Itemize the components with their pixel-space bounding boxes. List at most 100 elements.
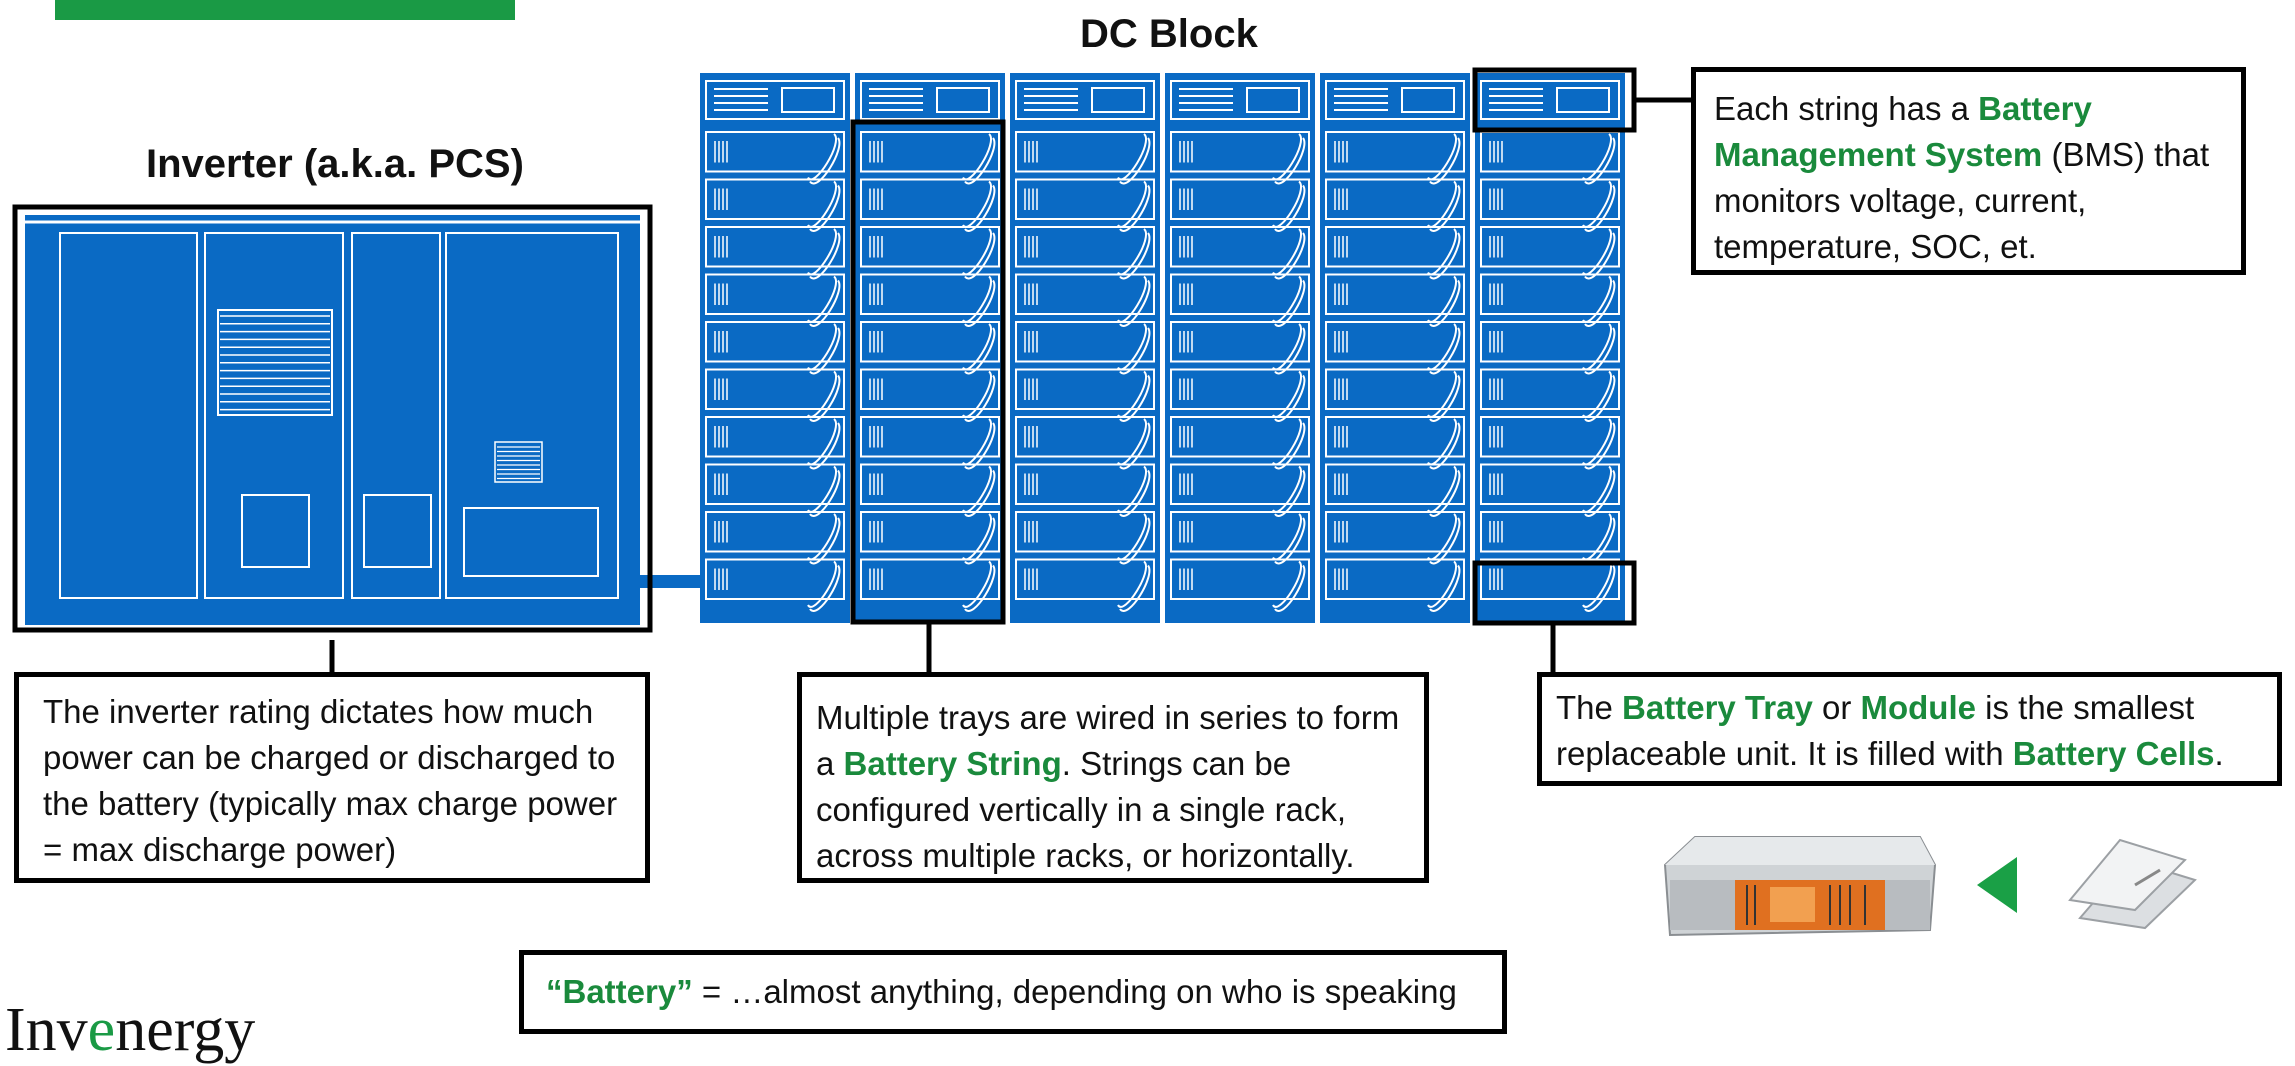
highlighted-term: Battery Management System (1714, 90, 2092, 173)
battery-tray (705, 511, 845, 553)
battery-rack (700, 73, 850, 623)
battery-tray (860, 558, 1000, 600)
battery-tray (705, 463, 845, 505)
battery-tray (1015, 368, 1155, 410)
battery-rack (855, 73, 1005, 623)
battery-tray (1480, 226, 1620, 268)
battery-tray (1015, 463, 1155, 505)
battery-tray (705, 321, 845, 363)
battery-tray (1480, 273, 1620, 315)
battery-tray (860, 416, 1000, 458)
battery-tray (860, 511, 1000, 553)
battery-tray (1170, 511, 1310, 553)
battery-tray (860, 273, 1000, 315)
inverter-title: Inverter (a.k.a. PCS) (146, 142, 524, 186)
battery-tray (1480, 463, 1620, 505)
series-wiring (962, 133, 996, 612)
series-wiring (1582, 133, 1616, 612)
battery-tray (1015, 178, 1155, 220)
series-wiring (1272, 133, 1306, 612)
battery-tray (1325, 558, 1465, 600)
battery-tray (860, 226, 1000, 268)
battery-tray (1325, 273, 1465, 315)
battery-tray (1325, 226, 1465, 268)
battery-definition-callout: “Battery” = …almost anything, depending … (519, 950, 1507, 1034)
battery-tray (860, 463, 1000, 505)
highlighted-term: Module (1860, 689, 1976, 726)
battery-tray (705, 416, 845, 458)
battery-tray (1480, 178, 1620, 220)
battery-tray (1170, 368, 1310, 410)
series-wiring (1117, 133, 1151, 612)
inverter-rating-callout: The inverter rating dictates how much po… (14, 672, 650, 883)
callout-text: . (2214, 735, 2224, 772)
inverter-vent (217, 309, 543, 483)
invenergy-logo: Invenergy (5, 996, 256, 1064)
inverter-graphic (25, 215, 640, 625)
bms-callout: Each string has a Battery Management Sys… (1691, 67, 2246, 275)
callout-text: The inverter rating dictates how much po… (43, 693, 618, 868)
battery-tray (1015, 273, 1155, 315)
bms-unit (860, 80, 1000, 120)
battery-tray (1015, 321, 1155, 363)
battery-tray (705, 368, 845, 410)
battery-tray (1325, 416, 1465, 458)
battery-tray (860, 321, 1000, 363)
series-wiring (1427, 133, 1461, 612)
battery-tray (705, 558, 845, 600)
battery-module-photo (1663, 836, 1937, 937)
battery-tray (1170, 321, 1310, 363)
battery-tray (1480, 558, 1620, 600)
battery-tray-callout: The Battery Tray or Module is the smalle… (1537, 672, 2282, 786)
series-wiring (807, 133, 841, 612)
bms-unit (1015, 80, 1155, 120)
highlighted-term: Battery Tray (1622, 689, 1813, 726)
battery-tray (1170, 131, 1310, 173)
callout-text: (BMS) that monitors voltage, current, te… (1714, 136, 2210, 265)
callout-text: = …almost anything, depending on who is … (692, 973, 1457, 1010)
battery-tray (1170, 416, 1310, 458)
battery-tray (1325, 178, 1465, 220)
battery-tray (1015, 131, 1155, 173)
callout-text: or (1812, 689, 1861, 726)
battery-tray (1170, 226, 1310, 268)
callout-text: . Strings can be configured vertically i… (816, 745, 1355, 874)
battery-tray (1480, 321, 1620, 363)
dc-block-title: DC Block (1080, 12, 1258, 56)
bms-unit (1325, 80, 1465, 120)
battery-racks (700, 73, 1625, 623)
battery-tray (1015, 226, 1155, 268)
battery-tray (1015, 511, 1155, 553)
callout-text: Multiple trays are wired in series to fo… (816, 699, 1400, 782)
callout-text: The (1556, 689, 1623, 726)
bms-unit (1170, 80, 1310, 120)
left-pointing-triangle-icon (1977, 857, 2017, 913)
battery-string-callout: Multiple trays are wired in series to fo… (797, 672, 1429, 883)
battery-tray (1015, 416, 1155, 458)
battery-tray (1325, 321, 1465, 363)
battery-tray (1480, 416, 1620, 458)
battery-tray (1015, 558, 1155, 600)
battery-tray (1480, 511, 1620, 553)
battery-rack (1165, 73, 1315, 623)
inverter-highlight-frame (12, 204, 653, 633)
battery-tray (705, 131, 845, 173)
battery-tray (705, 273, 845, 315)
battery-tray (705, 226, 845, 268)
battery-rack (1320, 73, 1470, 623)
battery-tray (860, 131, 1000, 173)
battery-tray (705, 178, 845, 220)
battery-cells-photo (2068, 838, 2197, 930)
battery-rack (1010, 73, 1160, 623)
bms-unit (1480, 80, 1620, 120)
battery-tray (1325, 463, 1465, 505)
battery-tray (1170, 558, 1310, 600)
dc-connection-bar (632, 575, 702, 588)
header-accent-bar (55, 0, 515, 20)
battery-tray (1170, 463, 1310, 505)
battery-tray (1325, 511, 1465, 553)
battery-tray (1480, 368, 1620, 410)
highlighted-term: Battery String (843, 745, 1062, 782)
bms-unit (705, 80, 845, 120)
